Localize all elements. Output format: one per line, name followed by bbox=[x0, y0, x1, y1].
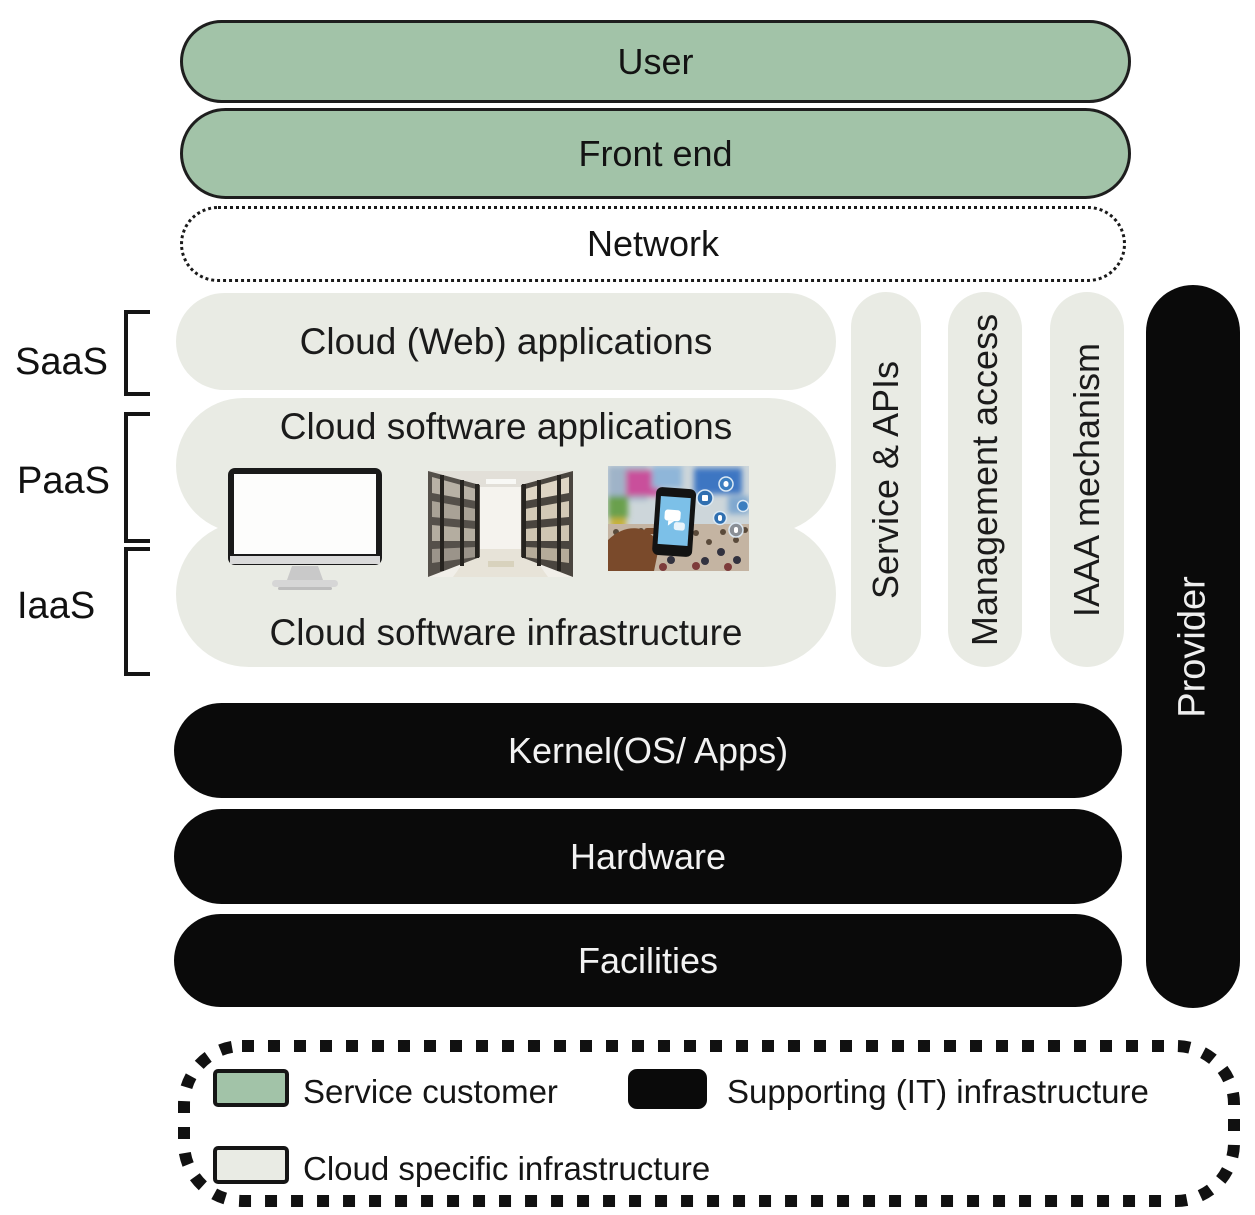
desktop-monitor-graphic bbox=[228, 468, 382, 590]
legend-swatch-supporting-infrastructure bbox=[628, 1069, 707, 1109]
smartphone-graphic bbox=[608, 466, 749, 571]
smartphone-image bbox=[608, 466, 749, 571]
kernel-bar: Kernel(OS/ Apps) bbox=[174, 703, 1122, 798]
warehouse-graphic bbox=[428, 471, 573, 577]
provider-label: Provider bbox=[1171, 575, 1214, 718]
facilities-bar-label: Facilities bbox=[577, 939, 719, 981]
legend-box: Service customer Supporting (IT) infrast… bbox=[178, 1040, 1240, 1207]
legend-label-service-customer: Service customer bbox=[303, 1073, 558, 1110]
legend-swatch-service-customer bbox=[213, 1069, 289, 1107]
paas-label: PaaS bbox=[17, 460, 110, 502]
management-access-label: Management access bbox=[964, 313, 1005, 646]
cloud-web-apps-bar: Cloud (Web) applications bbox=[176, 293, 836, 390]
front-end-bar: Front end bbox=[180, 108, 1131, 199]
hardware-bar: Hardware bbox=[174, 809, 1122, 904]
iaas-label: IaaS bbox=[17, 585, 96, 627]
legend-dashed-border bbox=[178, 1040, 1240, 1207]
paas-bracket bbox=[124, 412, 150, 543]
legend-label-supporting-infrastructure: Supporting (IT) infrastructure bbox=[727, 1073, 1149, 1110]
network-bar-label: Network bbox=[586, 223, 720, 264]
user-bar: User bbox=[180, 20, 1131, 103]
provider-bar: Provider bbox=[1146, 285, 1240, 1008]
facilities-bar: Facilities bbox=[174, 914, 1122, 1007]
network-bar: Network bbox=[180, 206, 1126, 282]
cloud-web-apps-label: Cloud (Web) applications bbox=[299, 321, 713, 362]
user-bar-label: User bbox=[617, 40, 694, 82]
management-access-pill: Management access bbox=[948, 292, 1022, 667]
legend-swatch-cloud-specific bbox=[213, 1146, 289, 1184]
legend-label-cloud-specific: Cloud specific infrastructure bbox=[303, 1150, 711, 1187]
saas-bracket bbox=[124, 310, 150, 396]
kernel-bar-label: Kernel(OS/ Apps) bbox=[507, 729, 789, 771]
front-end-bar-label: Front end bbox=[578, 132, 733, 174]
service-apis-pill: Service & APIs bbox=[851, 292, 921, 667]
iaaa-mechanism-pill: IAAA mechanism bbox=[1050, 292, 1124, 667]
warehouse-image bbox=[428, 471, 573, 577]
cloud-software-infra-label: Cloud software infrastructure bbox=[269, 612, 743, 653]
iaaa-mechanism-label: IAAA mechanism bbox=[1066, 342, 1107, 617]
saas-label: SaaS bbox=[15, 341, 108, 383]
iaas-bracket bbox=[124, 547, 150, 676]
cloud-software-apps-label: Cloud software applications bbox=[279, 406, 733, 447]
hardware-bar-label: Hardware bbox=[569, 835, 727, 877]
service-apis-label: Service & APIs bbox=[865, 360, 906, 599]
desktop-monitor-image bbox=[226, 466, 384, 594]
